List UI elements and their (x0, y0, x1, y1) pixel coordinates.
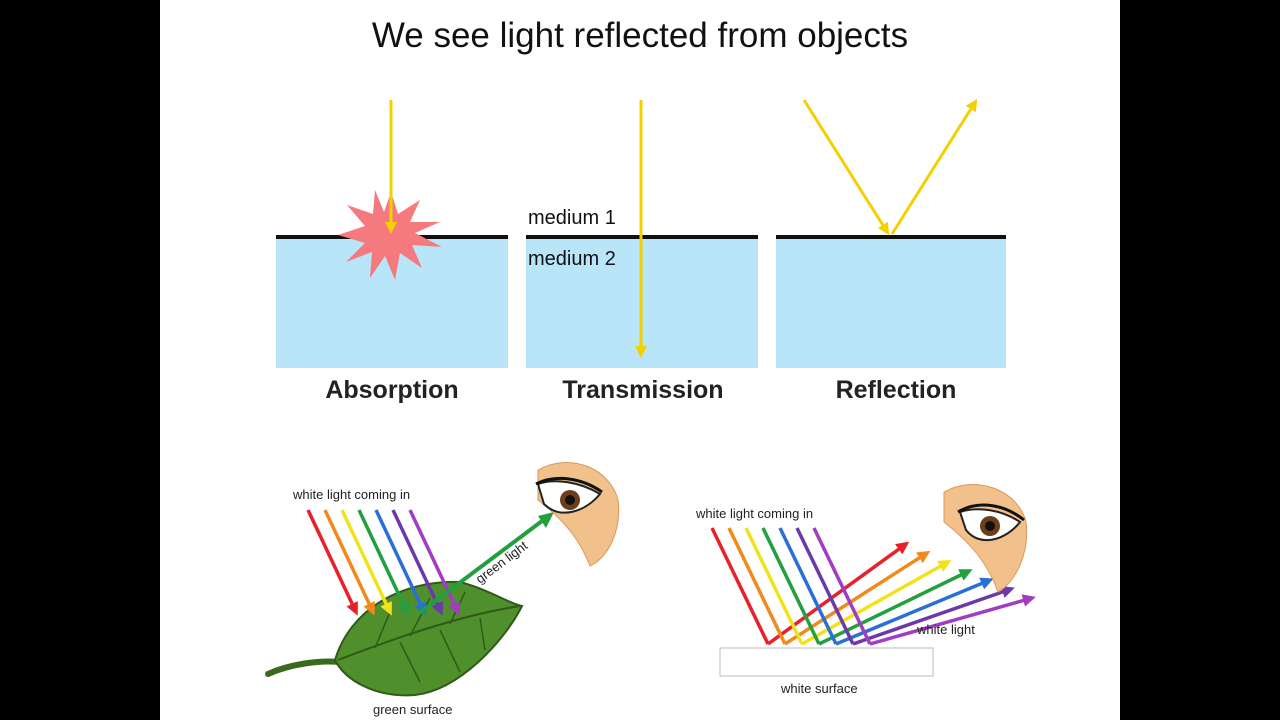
incoming-ray-1-arrowhead (363, 601, 375, 616)
white-incoming-label: white light coming in (695, 506, 813, 521)
green-ray-arrowhead (538, 512, 554, 528)
absorption-panel: Absorption (276, 100, 508, 404)
green-reflected-ray (416, 516, 548, 616)
diagram-canvas: Absorption medium 1 medium 2 Transmissio… (265, 98, 1036, 717)
slide-title: We see light reflected from objects (371, 16, 909, 55)
white-reflected-ray-3-arrowhead (958, 569, 973, 581)
white-reflected-ray-0 (766, 542, 908, 646)
white-incoming-ray-2 (744, 527, 804, 645)
white-incoming-ray-1 (727, 527, 787, 645)
reflection-incident-ray (802, 99, 890, 236)
leaf-incoming-rays (306, 509, 460, 616)
white-reflected-ray-2-arrowhead (937, 560, 952, 572)
white-surface-label: white surface (780, 681, 858, 696)
incoming-ray-2-arrowhead (380, 601, 392, 616)
absorption-label: Absorption (325, 376, 458, 404)
interaction-diagram: Absorption medium 1 medium 2 Transmissio… (276, 98, 1006, 404)
white-incoming-ray-3 (761, 527, 821, 645)
medium-2-label: medium 2 (528, 248, 616, 270)
eye-icon (943, 483, 1028, 593)
white-light-label: white light (916, 622, 975, 637)
incoming-ray-0-arrowhead (346, 601, 358, 616)
incoming-ray-0 (306, 509, 358, 613)
reflection-label: Reflection (836, 376, 957, 404)
white-reflected-ray-4 (835, 578, 991, 646)
leaf-icon (265, 580, 524, 697)
incoming-ray-1 (323, 509, 375, 613)
reflection-medium-2 (776, 238, 1006, 368)
leaf-surface-label: green surface (373, 702, 453, 717)
white-reflected-ray-1-arrowhead (916, 550, 931, 564)
reflection-panel: Reflection (776, 98, 1006, 404)
incoming-ray-3-arrowhead (397, 601, 409, 616)
white-incoming-ray-4 (778, 527, 838, 645)
incoming-ray-3 (357, 509, 409, 613)
incoming-ray-6-arrowhead (448, 601, 460, 616)
green-light-label: green light (473, 538, 531, 587)
incoming-ray-2 (340, 509, 392, 613)
white-reflected-ray-6 (869, 596, 1033, 646)
incoming-ray-5-arrowhead (431, 601, 443, 616)
incoming-ray-6 (408, 509, 460, 613)
incoming-ray-4 (374, 509, 426, 613)
white-surface (719, 647, 934, 677)
white-reflected-ray-5-arrowhead (1000, 586, 1015, 598)
white-reflected-ray-1 (784, 551, 928, 646)
slide: We see light reflected from objects Abso… (160, 0, 1120, 720)
white-reflected-ray-2 (801, 560, 949, 646)
transmission-label: Transmission (562, 376, 723, 404)
white-reflected-ray-3 (818, 569, 970, 646)
white-surface-illustration: white light coming in white light white … (695, 483, 1036, 696)
white-reflected-ray-4-arrowhead (979, 577, 994, 590)
eye-icon (535, 461, 620, 567)
absorption-burst-icon (338, 190, 442, 280)
transmission-panel: medium 1 medium 2 Transmission (526, 100, 758, 404)
white-reflected-ray-6-arrowhead (1021, 594, 1036, 607)
white-reflected-ray-5 (852, 587, 1012, 646)
white-incoming-ray-6 (812, 527, 872, 645)
white-incoming-ray-5 (795, 527, 855, 645)
white-reflected-ray-0-arrowhead (895, 541, 910, 555)
leaf-illustration: white light coming in green light green … (265, 461, 620, 717)
white-incoming-ray-0 (710, 527, 770, 645)
leaf-incoming-label: white light coming in (292, 487, 410, 502)
medium-1-label: medium 1 (528, 207, 616, 229)
white-surface-rays (710, 527, 1036, 646)
incoming-ray-5 (391, 509, 443, 613)
reflection-reflected-ray (890, 98, 978, 235)
